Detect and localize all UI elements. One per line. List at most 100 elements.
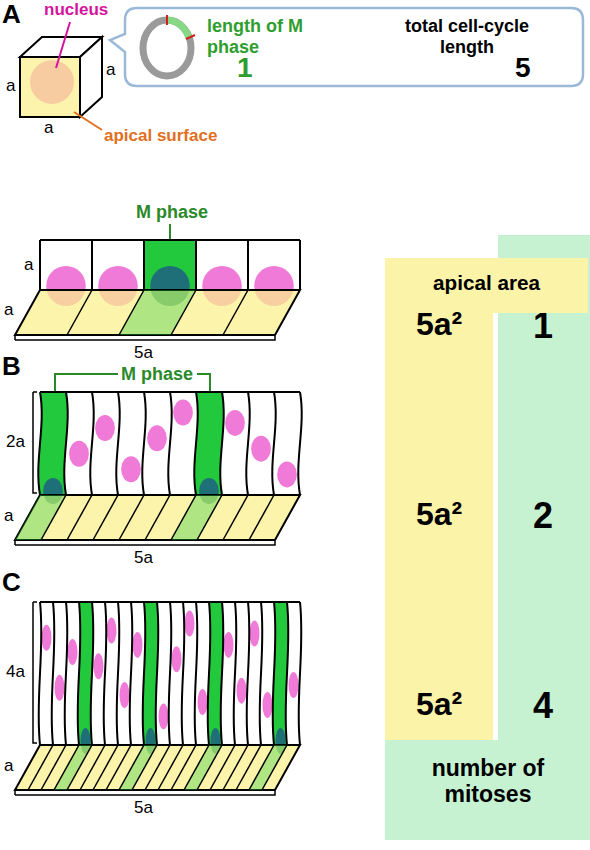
cell-stroke [143,240,145,290]
apical-surface [15,290,300,335]
cell-stroke [67,745,92,790]
dimension-label: 4a [6,662,25,682]
cell-stroke [130,602,133,745]
nucleus-shape [68,639,78,665]
cell-stroke [106,745,131,790]
mitosis-count: 4 [533,685,553,726]
cell-stroke [104,602,120,745]
apical-area-band: apical area5a²5a²5a² [385,258,588,740]
dimension-label: a [4,756,13,776]
cell-stroke [15,495,66,540]
mitosis-count: 2 [533,495,553,536]
nucleus-shape [173,400,193,426]
cell-stroke [90,392,93,495]
cell-stroke [299,240,301,290]
cell-stroke [194,392,197,495]
cell-stroke [142,392,171,495]
cell-stroke [182,602,198,745]
dimension-label: 5a [134,343,153,363]
cell-stroke [182,602,185,745]
dimension-label: a [4,506,13,526]
callout-label: total cell-cycle length [387,16,547,57]
nucleus-shape [224,632,234,658]
nucleus-shape [198,689,208,715]
cell-stroke [119,290,144,335]
area-value: 5a² [385,306,493,343]
cell-stroke [249,745,287,790]
cell-stroke [169,602,172,745]
cell-stroke [299,602,302,745]
cell-stroke [246,392,249,495]
cell-stroke [54,745,92,790]
nucleus-shape [159,703,169,729]
cell-stroke [195,602,211,745]
cell-stroke [119,745,144,790]
dimension-label: 2a [6,432,25,452]
nucleus-shape [69,441,89,467]
apical-surface [15,495,300,540]
nucleus-shape [277,461,297,487]
cell-stroke [52,602,68,745]
cell-stroke [38,392,41,495]
cell-stroke [41,745,66,790]
cell-stroke [169,602,185,745]
nucleus-shape [225,410,245,436]
band-heading: apical area [385,271,588,295]
cell-stroke [195,240,197,290]
cell-stroke [143,602,159,745]
cell-stroke [156,602,159,745]
apical-area-band-shape [385,258,588,740]
part-label: nucleus [44,0,108,20]
cell-stroke [273,602,276,745]
cell-stroke [208,602,224,745]
cell-stroke [262,745,287,790]
panel-letter: A [2,0,21,30]
cell-stroke [171,495,196,540]
panel-letter: B [2,352,21,382]
cell-stroke [246,392,275,495]
cell-stroke [116,392,145,495]
cell-stroke [93,745,118,790]
cell-stroke [210,745,235,790]
nucleus-shape [250,620,260,646]
nucleus-shape [42,625,52,651]
callout-number: 1 [237,52,253,84]
cell-stroke [236,745,261,790]
nucleus-shape [55,675,65,701]
cell-stroke [223,745,248,790]
cell-stroke [234,602,237,745]
cell-stroke [145,495,170,540]
dimension-label: 5a [134,798,153,818]
nucleus-shape [237,678,247,704]
nucleus-shape [185,610,195,636]
cell-stroke [249,745,274,790]
cell-stroke [132,745,157,790]
cell-stroke [249,495,274,540]
nucleus-shape [107,618,117,644]
cell-stroke [195,602,198,745]
cell-stroke [54,745,79,790]
cell-stroke [117,602,133,745]
cell-stroke [39,602,42,745]
cell-stroke [260,602,263,745]
cell-stroke [197,495,222,540]
cell-stroke [65,602,68,745]
dimension-label: a [24,255,33,275]
cell-stroke [221,602,224,745]
cell-stroke [220,392,223,495]
cell-stroke [286,602,302,745]
cell-stroke [158,745,183,790]
cell-stroke [247,240,249,290]
cell-stroke [130,602,146,745]
cell-stroke [78,602,94,745]
dimension-label: a [4,300,13,320]
nucleus-shape [95,415,115,441]
nucleus-shape [172,646,182,672]
cell-stroke [28,745,53,790]
callout-bubble: length of M phase1total cell-cycle lengt… [125,8,583,86]
phase-label: M phase [136,202,208,223]
nucleus-shape [263,692,273,718]
part-label: apical surface [104,126,217,146]
cell-stroke [223,495,248,540]
cell-stroke [119,495,144,540]
